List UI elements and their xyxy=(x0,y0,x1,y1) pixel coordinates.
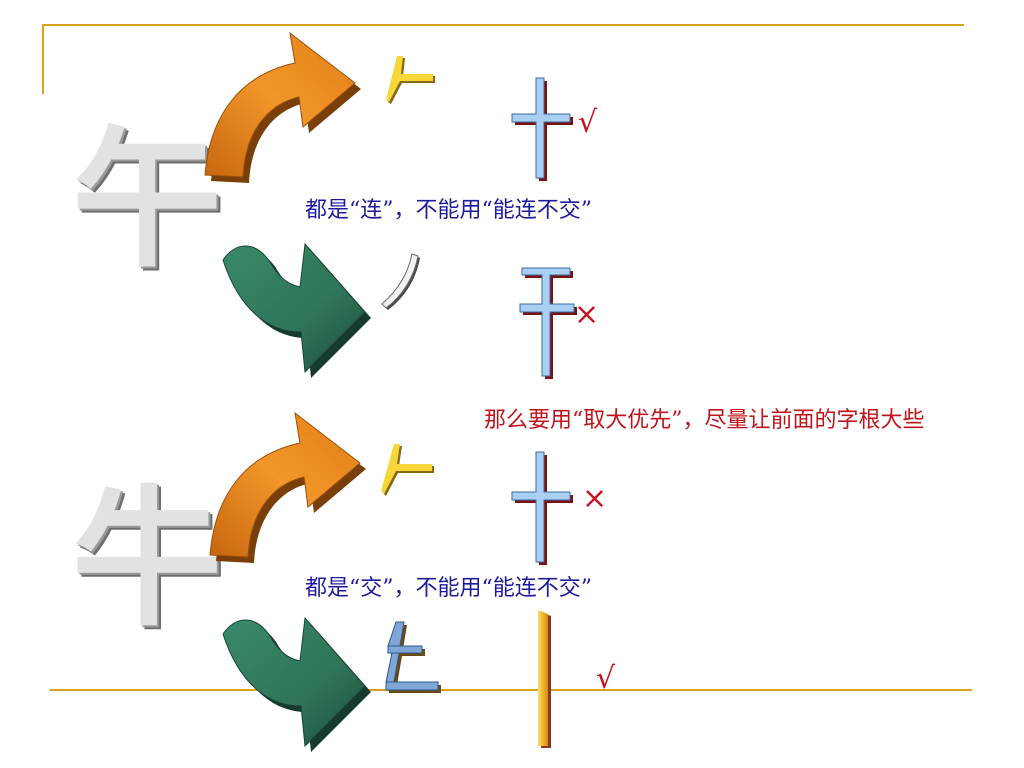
frame-bottom-line xyxy=(50,689,972,691)
frame-top-line xyxy=(42,24,964,26)
frame-left-line xyxy=(42,24,44,94)
green-curved-arrow-icon xyxy=(222,242,371,378)
stroke-pie-heng-yellow xyxy=(386,56,435,104)
green-curved-arrow-icon xyxy=(222,616,371,752)
cross-mark-icon: × xyxy=(582,481,608,516)
note-text-red: 那么要用“取大优先”，尽量让前面的字根大些 xyxy=(484,408,925,433)
stroke-gan-blue xyxy=(519,267,577,379)
stroke-shi-blue xyxy=(511,451,573,565)
note-text: 都是“交”，不能用“能连不交” xyxy=(305,576,592,601)
stroke-er-blue xyxy=(385,621,441,693)
character-wu: 午 xyxy=(72,112,223,288)
cross-mark-icon: × xyxy=(574,297,600,332)
stroke-pie-heng-yellow xyxy=(381,444,434,496)
stroke-shi-blue xyxy=(511,77,573,181)
check-mark-icon: √ xyxy=(596,661,616,696)
character-niu: 牛 xyxy=(72,471,223,647)
note-text: 都是“连”，不能用“能连不交” xyxy=(305,198,592,223)
orange-curved-arrow-icon xyxy=(204,31,361,183)
stroke-shu-yellow xyxy=(538,610,551,748)
stroke-pie-silver xyxy=(381,253,420,310)
orange-curved-arrow-icon xyxy=(209,411,366,563)
check-mark-icon: √ xyxy=(578,105,598,140)
